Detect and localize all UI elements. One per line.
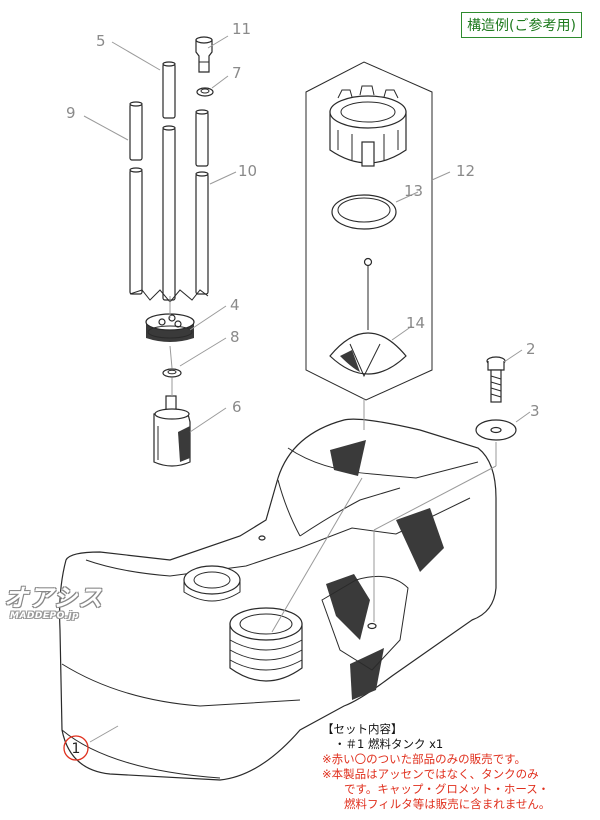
part-8-oring (162, 368, 182, 378)
highlight-circle-part-1 (63, 735, 89, 761)
part-12-cap (329, 85, 407, 167)
part-4-grommet (145, 313, 195, 342)
part-12-cap-assembly-outline (305, 61, 433, 401)
part-10-tube (195, 109, 209, 295)
label-part-10: 10 (238, 162, 257, 180)
label-part-5: 5 (96, 32, 106, 50)
part-14-tether (329, 257, 407, 378)
part-9-tube (129, 101, 143, 295)
part-11-fitting (195, 36, 213, 73)
callout-leaders (83, 35, 531, 743)
diagram-heading: 構造例(ご参考用) (461, 12, 582, 38)
part-7-oring (196, 87, 214, 97)
label-part-12: 12 (456, 162, 475, 180)
notes-block: 【セット内容】 ・＃1 燃料タンク x1 ※赤い〇のついた部品のみの販売です。 … (322, 722, 550, 812)
set-contents-item: ・＃1 燃料タンク x1 (334, 737, 444, 751)
label-part-9: 9 (66, 104, 76, 122)
label-part-1: 1 (72, 741, 81, 757)
note-line-4: 燃料フィルタ等は販売に含まれません。 (344, 797, 551, 811)
part-5-tube (162, 61, 176, 301)
set-contents-title: 【セット内容】 (322, 722, 403, 736)
label-part-7: 7 (232, 64, 242, 82)
assembly-lines (169, 296, 497, 633)
part-13-gasket (331, 194, 397, 230)
label-part-4: 4 (230, 296, 240, 314)
note-line-3: です。キャップ・グロメット・ホース・ (344, 782, 550, 796)
label-part-8: 8 (230, 328, 240, 346)
part-3-washer (475, 419, 517, 441)
part-6-filter (153, 395, 191, 467)
note-line-1: ※赤い〇のついた部品のみの販売です。 (322, 752, 526, 766)
watermark-site: MADDEPO.jp (10, 611, 80, 621)
label-part-14: 14 (406, 314, 425, 332)
part-2-screw (486, 356, 506, 403)
label-part-6: 6 (232, 398, 242, 416)
watermark-logo: オアシス (4, 584, 104, 612)
label-part-13: 13 (404, 182, 423, 200)
part-1-fuel-tank (59, 418, 497, 781)
note-line-2: ※本製品はアッセンではなく、タンクのみ (322, 767, 539, 781)
label-part-3: 3 (530, 402, 540, 420)
label-part-11: 11 (232, 20, 251, 38)
label-part-2: 2 (526, 340, 536, 358)
